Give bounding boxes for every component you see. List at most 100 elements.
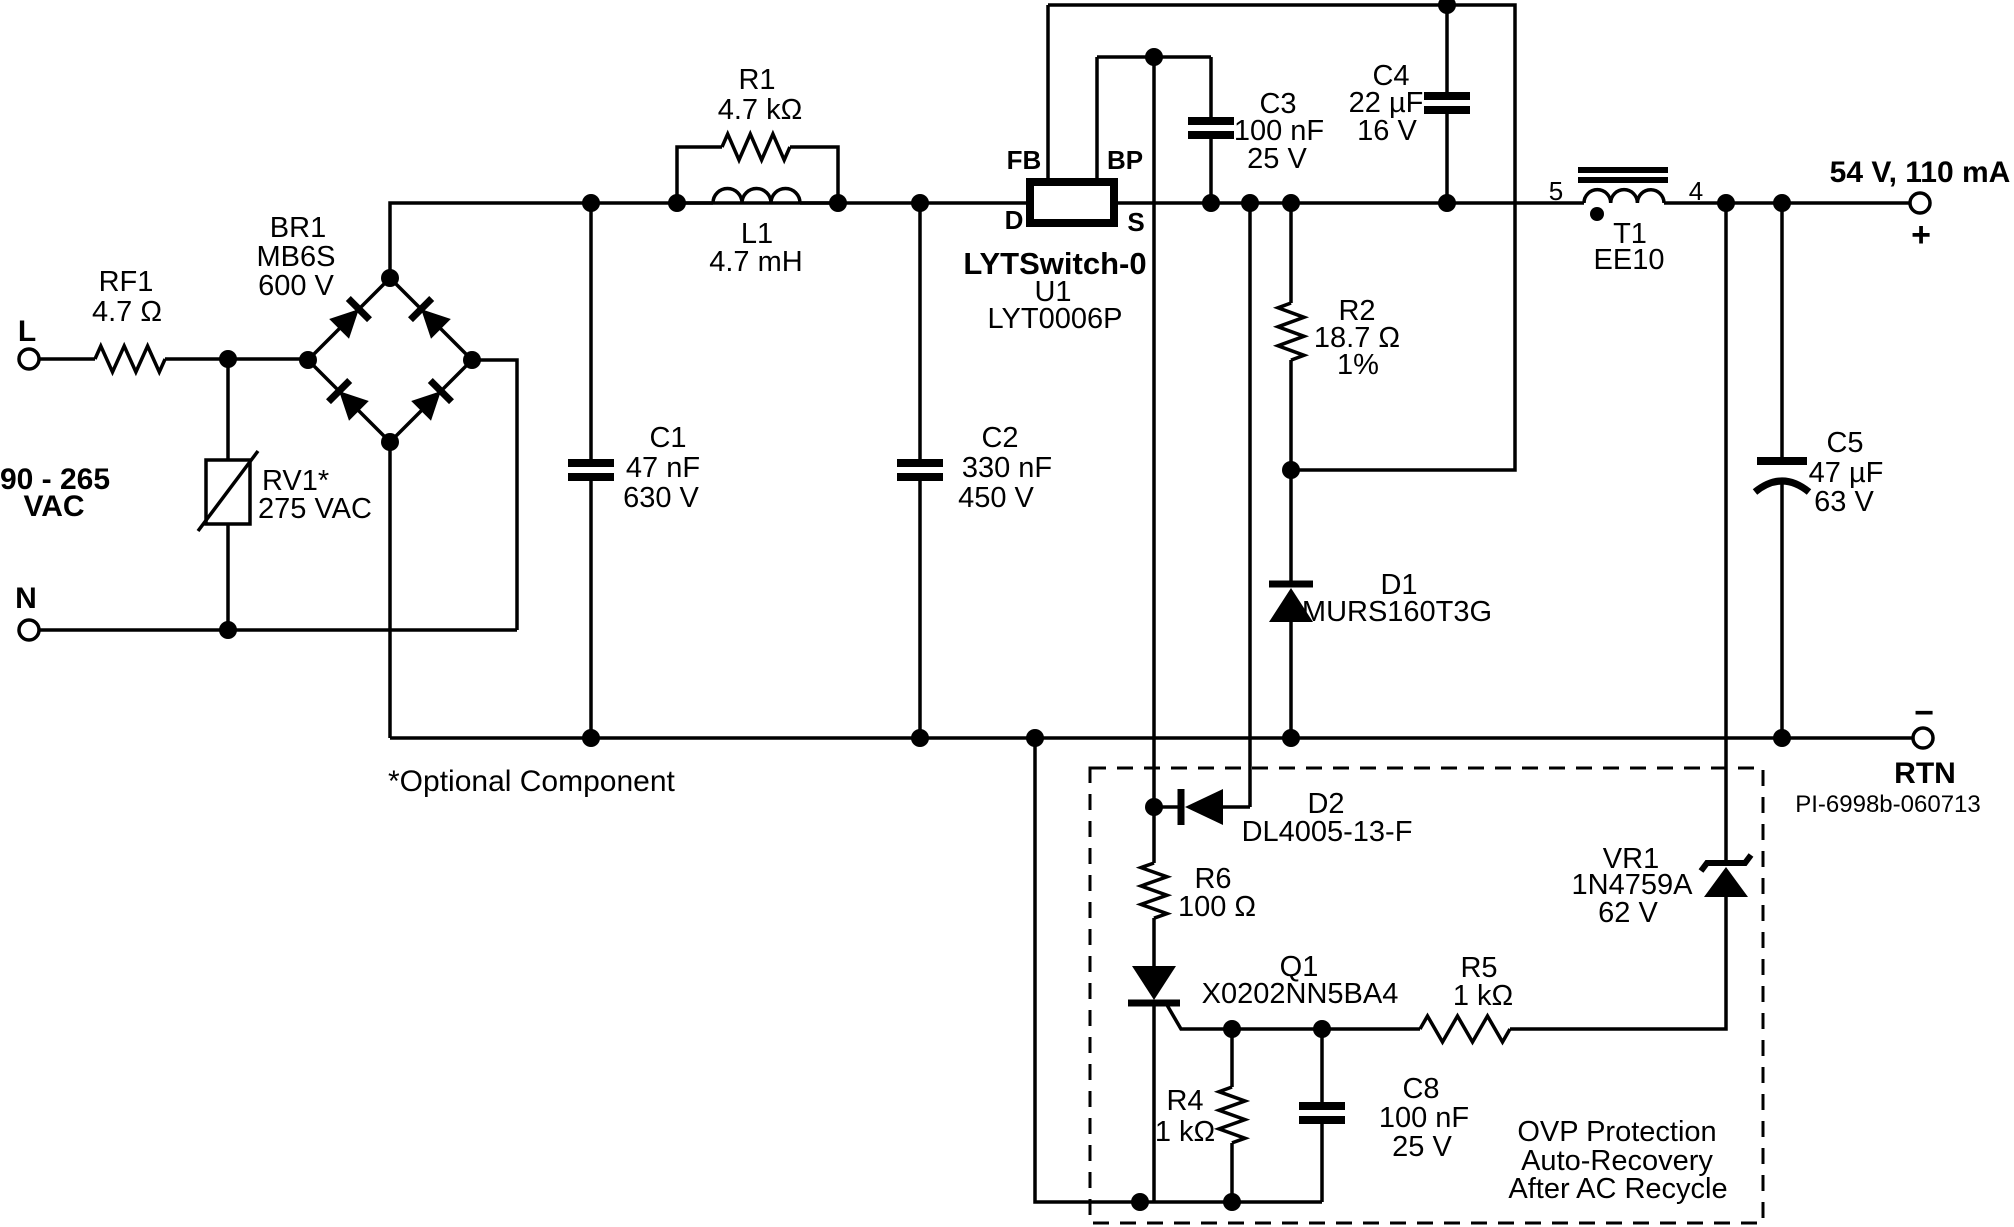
label-r5-val: 1 kΩ [1453,980,1513,1012]
label-r5-ref: R5 [1460,952,1497,984]
wire-ground-rail [388,442,1913,740]
label-mains-voltage: 90 - 265 [0,463,110,496]
label-l1-ref: L1 [741,218,773,250]
label-c8-vr: 25 V [1392,1131,1452,1163]
label-line: L [18,315,36,348]
label-q1-ref: Q1 [1280,951,1319,983]
label-c5-ref: C5 [1826,427,1863,459]
label-br1-val: 600 V [258,270,334,302]
label-ovp-line2: Auto-Recovery [1521,1145,1713,1177]
label-r6-ref: R6 [1194,863,1231,895]
label-doc-id: PI-6998b-060713 [1795,791,1980,818]
label-vr1-ref: VR1 [1603,843,1659,875]
wire-r1-bypass [675,145,840,203]
terminal-neutral [17,618,41,642]
wire-bridge-diamond [305,275,475,445]
ic-u1-body [1026,178,1118,227]
wire-vr1 [1510,203,1728,1031]
wires [39,3,1913,1204]
label-rv1-val: 275 VAC [258,493,372,525]
label-r4-val: 1 kΩ [1155,1116,1215,1148]
bridge-br1-symbol [326,296,454,421]
label-r1-val: 4.7 kΩ [718,94,803,126]
diode-d2-symbol [1177,789,1223,825]
diode-d1-symbol [1269,580,1313,622]
label-rf1-val: 4.7 Ω [92,296,162,328]
label-d2-ref: D2 [1307,788,1344,820]
label-r2-tol: 1% [1337,349,1379,381]
label-c8-ref: C8 [1402,1073,1439,1105]
label-r2-val: 18.7 Ω [1314,322,1400,354]
label-c1-ref: C1 [649,422,686,454]
resistor-r1-symbol [720,129,792,165]
label-r2-ref: R2 [1338,295,1375,327]
label-u1-pin-d: D [1005,205,1024,235]
label-c2-vr: 450 V [958,482,1034,514]
label-br1-part: MB6S [257,241,336,273]
label-vr1-val: 62 V [1598,897,1658,929]
label-t1-pin4: 4 [1689,176,1703,206]
label-c2-ref: C2 [981,422,1018,454]
label-c2-val: 330 nF [962,452,1052,484]
label-c1-val: 47 nF [626,452,700,484]
label-q1-part: X0202NN5BA4 [1202,978,1399,1010]
t1-phase-dot [1590,207,1604,221]
label-u1-pin-bp: BP [1107,145,1143,175]
capacitor-c2-symbol [897,459,943,481]
thyristor-q1-symbol [1128,966,1180,1007]
label-c3-val: 100 nF [1234,115,1324,147]
inductor-t1-symbol [1578,167,1668,221]
label-output-minus: − [1914,694,1934,732]
resistor-r4-symbol [1213,1085,1251,1145]
label-mains-vac: VAC [23,490,84,523]
label-u1-pin-s: S [1127,207,1144,237]
zener-vr1-symbol [1698,853,1754,897]
label-ovp-line1: OVP Protection [1517,1116,1716,1148]
resistor-rf1-symbol [93,341,167,377]
label-r4-ref: R4 [1166,1085,1203,1117]
junction-dots [219,0,1791,1211]
terminal-line [17,347,41,371]
label-c4-ref: C4 [1372,60,1409,92]
label-r1-ref: R1 [738,64,775,96]
label-d1-part: MURS160T3G [1302,596,1492,628]
label-c3-vr: 25 V [1247,143,1307,175]
label-u1-brand: LYTSwitch-0 [963,246,1146,281]
label-u1-pin-fb: FB [1007,145,1042,175]
label-c4-val: 22 µF [1349,87,1424,119]
label-rv1-ref: RV1* [262,465,329,497]
capacitor-c1-symbol [568,459,614,481]
resistor-r6-symbol [1135,861,1173,920]
label-t1-pin5: 5 [1549,176,1563,206]
capacitor-c4-symbol [1424,92,1470,114]
label-t1-ref: T1 [1613,218,1647,250]
label-r6-val: 100 Ω [1178,891,1256,923]
label-c4-vr: 16 V [1357,115,1417,147]
label-c5-val: 47 µF [1809,457,1884,489]
label-u1-part: LYT0006P [988,303,1123,335]
label-c8-val: 100 nF [1379,1102,1469,1134]
label-c1-vr: 630 V [623,482,699,514]
label-c3-ref: C3 [1259,88,1296,120]
label-output-plus: + [1911,216,1931,254]
label-rtn: RTN [1894,757,1956,790]
inductor-l1-symbol [711,186,802,204]
terminal-output-rtn [1911,726,1935,750]
label-neutral: N [15,582,37,615]
wire-bridge-to-neutral [472,358,519,630]
wire-fb-loop [1046,3,1517,472]
label-output-rating: 54 V, 110 mA [1830,156,2011,189]
wire-gate-line [1165,1004,1420,1031]
capacitor-c8-symbol [1299,1102,1345,1124]
label-br1-ref: BR1 [270,212,326,244]
label-c5-vr: 63 V [1814,486,1874,518]
label-d2-part: DL4005-13-F [1242,816,1413,848]
capacitor-c3-symbol [1188,117,1234,139]
varistor-strike [196,449,260,533]
varistor-rv1-symbol [196,449,260,533]
label-u1-ref: U1 [1034,276,1071,308]
resistor-r2-symbol [1272,301,1310,362]
resistor-r5-symbol [1418,1012,1512,1046]
ovp-dashed-box [1088,766,1765,1225]
terminal-output-plus [1908,191,1932,215]
